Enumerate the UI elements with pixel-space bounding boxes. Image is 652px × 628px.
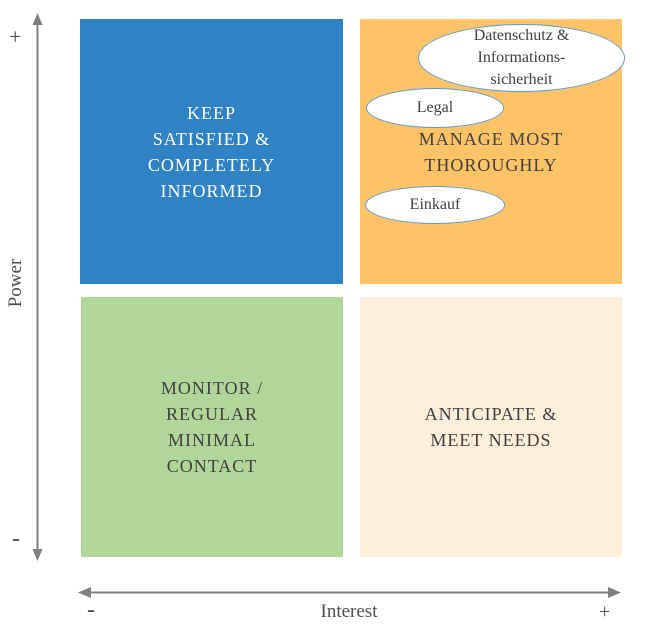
caption-line: COMPLETELY xyxy=(147,154,276,175)
stakeholder-ellipse-legal: Legal xyxy=(366,88,504,128)
caption-line: ANTICIPATE & xyxy=(424,404,558,424)
quadrant-anticipate-meet-needs: ANTICIPATE & MEET NEEDS xyxy=(360,297,622,557)
interest-axis-arrowhead-right xyxy=(608,587,621,598)
caption-line: MEET NEEDS xyxy=(430,430,552,450)
stakeholder-label: Datenschutz & Informations- sicherheit xyxy=(474,25,570,91)
power-axis-minus-label: - xyxy=(12,526,20,552)
stakeholder-ellipse-datenschutz: Datenschutz & Informations- sicherheit xyxy=(418,24,625,92)
quadrant-caption: MONITOR / REGULAR MINIMAL CONTACT xyxy=(161,375,263,479)
stakeholder-label-line: sicherheit xyxy=(490,71,553,88)
caption-line: MONITOR / xyxy=(160,378,264,398)
stakeholder-label-line: Informations- xyxy=(477,49,566,66)
quadrant-caption: KEEP SATISFIED & COMPLETELY INFORMED xyxy=(148,100,275,204)
quadrant-caption: ANTICIPATE & MEET NEEDS xyxy=(425,401,558,453)
caption-line: THOROUGHLY xyxy=(424,154,558,175)
stakeholder-label-line: Datenschutz & xyxy=(473,27,570,44)
stakeholder-ellipse-einkauf: Einkauf xyxy=(365,186,505,224)
caption-line: KEEP xyxy=(186,102,236,123)
interest-axis-label: Interest xyxy=(320,601,378,622)
caption-line: CONTACT xyxy=(166,456,258,476)
quadrant-caption: MANAGE MOST THOROUGHLY xyxy=(419,126,564,178)
power-axis-arrowhead-down xyxy=(32,549,43,561)
stakeholder-label: Einkauf xyxy=(409,196,461,213)
quadrant-monitor-minimal-contact: MONITOR / REGULAR MINIMAL CONTACT xyxy=(81,297,343,557)
caption-line: SATISFIED & xyxy=(152,128,271,149)
quadrant-keep-satisfied: KEEP SATISFIED & COMPLETELY INFORMED xyxy=(80,19,343,284)
power-axis-arrowhead-up xyxy=(32,13,43,25)
caption-line: REGULAR xyxy=(166,404,258,424)
stakeholder-label: Legal xyxy=(416,99,454,116)
caption-line: MINIMAL xyxy=(168,430,256,450)
caption-line: INFORMED xyxy=(160,180,263,201)
power-axis-plus-label: + xyxy=(9,24,22,49)
caption-line: MANAGE MOST xyxy=(418,128,564,149)
interest-axis-plus-label: + xyxy=(599,601,611,623)
power-axis-label: Power xyxy=(5,258,26,308)
interest-axis-arrowhead-left xyxy=(78,587,91,598)
interest-axis-minus-label: - xyxy=(87,597,95,623)
